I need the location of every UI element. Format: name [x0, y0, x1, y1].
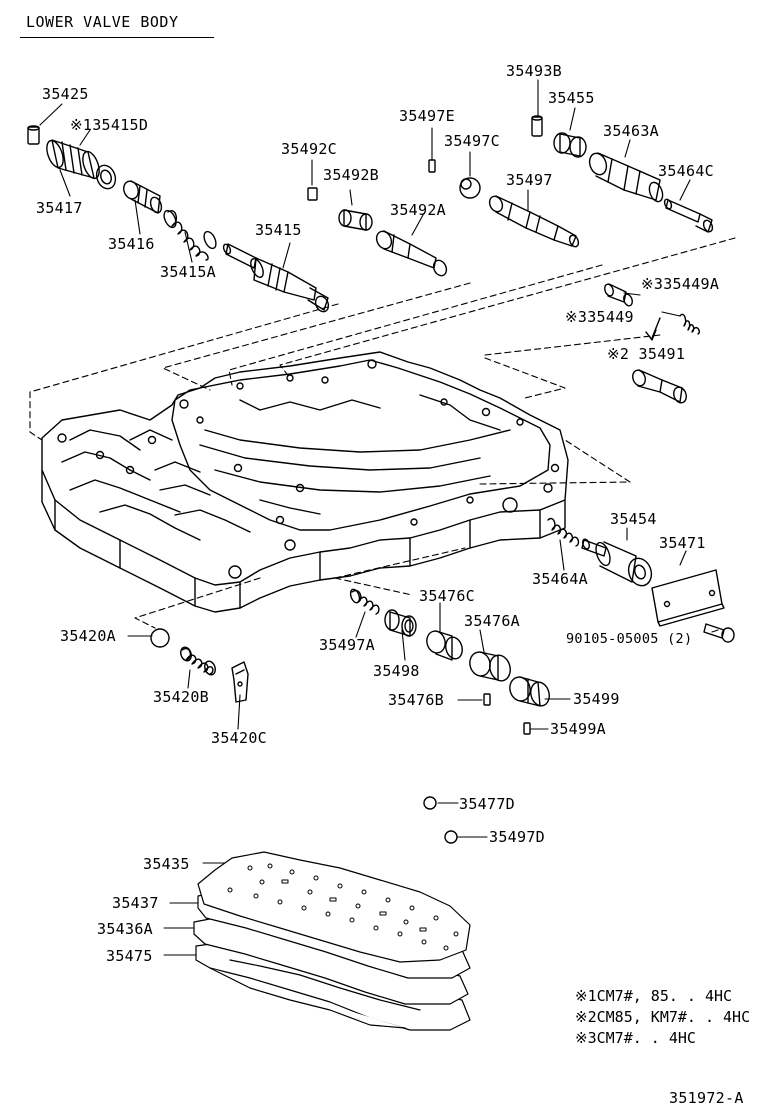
part-35415-valve — [222, 243, 330, 313]
part-35416-valve — [123, 180, 163, 214]
part-35449A-spring — [679, 313, 701, 335]
label-35476A: 35476A — [464, 612, 520, 630]
label-35417: 35417 — [36, 199, 83, 217]
part-35476C-plug — [426, 630, 463, 661]
label-35437: 35437 — [112, 894, 159, 912]
part-35492A-valve — [375, 230, 448, 277]
label-35493B: 35493B — [506, 62, 562, 80]
diagram-title: LOWER VALVE BODY — [26, 13, 179, 31]
part-35476A-plug — [469, 651, 511, 682]
label-35415: 35415 — [255, 221, 302, 239]
label-35464A: 35464A — [532, 570, 588, 588]
label-35476C: 35476C — [419, 587, 475, 605]
label-35499: 35499 — [573, 690, 620, 708]
arrow-icon — [645, 317, 661, 341]
note-3: ※3CM7#. . 4HC — [575, 1029, 696, 1047]
label-35416: 35416 — [108, 235, 155, 253]
label-35477D: 35477D — [459, 795, 515, 813]
label-35471: 35471 — [659, 534, 706, 552]
part-35497D-ball — [444, 830, 458, 844]
label-90105-05005: 90105-05005 (2) — [566, 631, 693, 647]
label-35476B: 35476B — [388, 691, 444, 709]
figure-code: 351972-A — [669, 1089, 744, 1107]
part-35425-plug — [27, 125, 40, 145]
part-35477D-ball — [423, 796, 437, 810]
part-35454-valve — [581, 538, 653, 587]
label-35415D: ※135415D — [70, 116, 149, 134]
part-35455-plug — [553, 132, 587, 158]
label-35449A: ※335449A — [641, 275, 720, 293]
label-35454: 35454 — [610, 510, 657, 528]
label-35463A: 35463A — [603, 122, 659, 140]
part-35499A-pin — [523, 722, 531, 735]
label-35497C: 35497C — [444, 132, 500, 150]
part-35449-bolt — [604, 283, 633, 307]
label-35420A: 35420A — [60, 627, 116, 645]
label-35415A: 35415A — [160, 263, 216, 281]
part-35492B-plug — [338, 209, 373, 231]
note-2: ※2CM85, KM7#. . 4HC — [575, 1008, 751, 1026]
part-35497C-plug — [459, 177, 481, 199]
label-35492C: 35492C — [281, 140, 337, 158]
label-35420C: 35420C — [211, 729, 267, 747]
label-35492B: 35492B — [323, 166, 379, 184]
part-35417-sleeve — [46, 139, 100, 180]
label-35435: 35435 — [143, 855, 190, 873]
plate-stack — [193, 851, 471, 1031]
part-35415A-spring — [163, 209, 217, 261]
label-35425: 35425 — [42, 85, 89, 103]
label-35420B: 35420B — [153, 688, 209, 706]
part-35464C-valve — [663, 198, 714, 233]
label-35498: 35498 — [373, 662, 420, 680]
part-35476B-pin — [483, 693, 491, 706]
part-90105-bolt — [703, 623, 735, 643]
valve-body-casting — [41, 351, 569, 613]
part-35491-valve — [632, 369, 687, 404]
part-35420C-clip — [231, 661, 249, 703]
note-1: ※1CM7#, 85. . 4HC — [575, 987, 733, 1005]
part-35497A-spring — [349, 588, 380, 615]
part-35463A-valve — [588, 152, 664, 203]
part-35493B-pin — [531, 115, 543, 137]
part-35464A-spring — [547, 517, 580, 547]
part-35499-plug — [509, 676, 550, 707]
label-35499A: 35499A — [550, 720, 606, 738]
label-35497: 35497 — [506, 171, 553, 189]
part-35492C-pin — [307, 187, 318, 201]
label-35497E: 35497E — [399, 107, 455, 125]
part-35415D-ring — [95, 164, 117, 190]
part-35498-plug — [384, 609, 417, 637]
label-35492A: 35492A — [390, 201, 446, 219]
label-35449: ※335449 — [565, 308, 634, 326]
part-35420B-spring — [180, 646, 216, 676]
part-35497E-pin — [428, 159, 436, 173]
label-35436A: 35436A — [97, 920, 153, 938]
part-35497-valve — [488, 195, 580, 248]
dashed-assembly-lines — [29, 237, 736, 629]
label-35464C: 35464C — [658, 162, 714, 180]
label-35497A: 35497A — [319, 636, 375, 654]
label-35455: 35455 — [548, 89, 595, 107]
applicability-notes: ※1CM7#, 85. . 4HC ※2CM85, KM7#. . 4HC ※3… — [575, 986, 750, 1049]
label-35475: 35475 — [106, 947, 153, 965]
label-35491: ※2 35491 — [607, 345, 686, 363]
title-underline — [20, 37, 214, 38]
part-35420A-ball — [150, 628, 170, 648]
label-35497D: 35497D — [489, 828, 545, 846]
plate-holes — [227, 863, 459, 951]
part-35471-plate — [651, 569, 725, 627]
